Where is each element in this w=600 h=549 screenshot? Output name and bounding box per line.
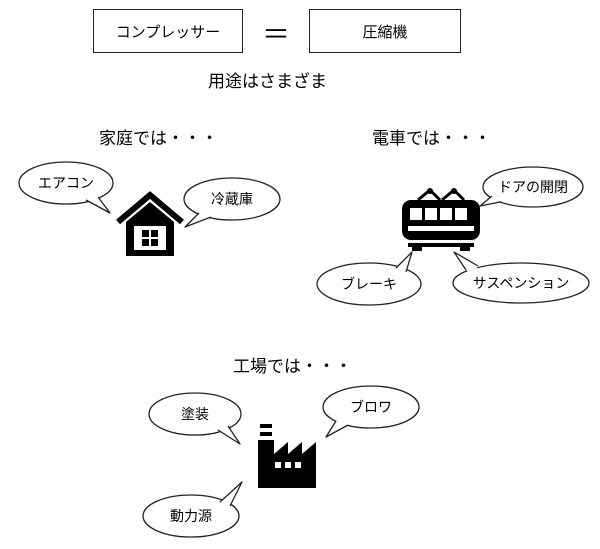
speech-bubble-shape	[18, 161, 114, 214]
bubble-blower-label: ブロワ	[350, 400, 392, 416]
factory-section-title: 工場では・・・	[233, 357, 352, 377]
speech-bubble-shape	[479, 166, 584, 208]
speech-bubble-shape	[316, 251, 422, 306]
bubble-suspension: サスペンション	[452, 251, 590, 304]
compressor-term-label: コンプレッサー	[115, 22, 221, 41]
bubble-air-conditioner: エアコン	[18, 161, 114, 214]
bubble-brake-label: ブレーキ	[341, 277, 397, 293]
bubble-air-conditioner-label: エアコン	[38, 176, 94, 192]
compressor-kanji-box: 圧縮機	[309, 9, 461, 53]
bubble-refrigerator: 冷蔵庫	[183, 177, 281, 228]
bubble-blower: ブロワ	[322, 385, 420, 438]
factory-icon	[258, 424, 316, 488]
compressor-term-box: コンプレッサー	[93, 9, 243, 53]
bubble-painting-label: 塗装	[181, 407, 209, 423]
subtitle-text: 用途はさまざま	[208, 72, 327, 92]
train-icon	[402, 187, 480, 251]
speech-bubble-shape	[183, 177, 281, 228]
equals-sign: ＝	[262, 18, 291, 51]
bubble-door-operation-label: ドアの開閉	[498, 180, 568, 196]
bubble-painting: 塗装	[148, 392, 242, 445]
speech-bubble-shape	[142, 481, 243, 538]
bubble-refrigerator-label: 冷蔵庫	[211, 192, 253, 208]
bubble-brake: ブレーキ	[316, 251, 422, 306]
train-section-title: 電車では・・・	[372, 129, 491, 149]
home-section-title: 家庭では・・・	[99, 129, 218, 149]
speech-bubble-shape	[148, 392, 242, 445]
compressor-kanji-label: 圧縮機	[362, 22, 408, 41]
speech-bubble-shape	[452, 251, 590, 304]
bubble-door-operation: ドアの開閉	[479, 166, 584, 208]
bubble-power-source-label: 動力源	[170, 509, 212, 525]
bubble-suspension-label: サスペンション	[472, 276, 570, 292]
speech-bubble-shape	[322, 385, 420, 438]
house-icon	[116, 191, 184, 256]
bubble-power-source: 動力源	[142, 481, 243, 538]
